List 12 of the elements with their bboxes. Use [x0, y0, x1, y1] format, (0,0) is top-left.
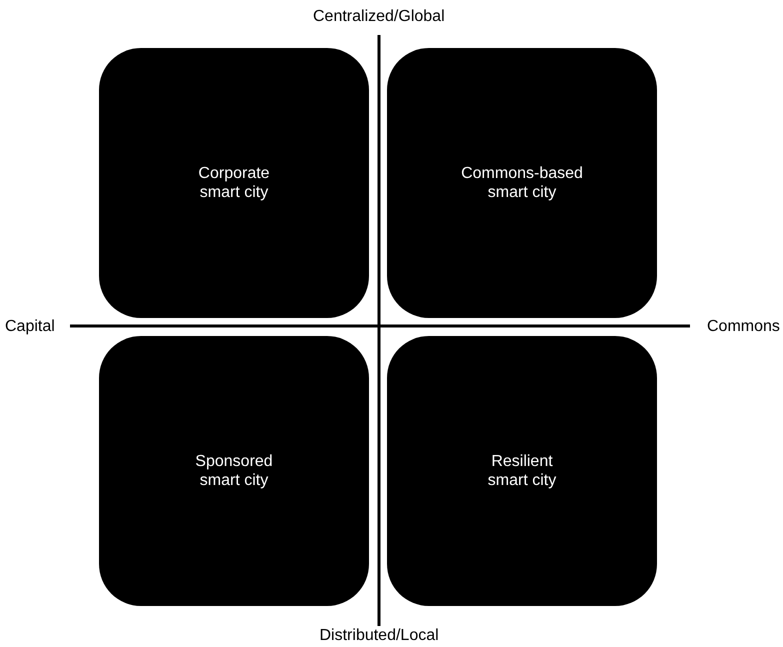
quadrant-label: Commons-based smart city — [460, 164, 584, 202]
axis-label: Commons — [707, 318, 780, 336]
quadrant-box — [387, 48, 657, 318]
quadrant-label: Corporate smart city — [197, 164, 271, 202]
quadrant-label: Sponsored smart city — [194, 452, 274, 490]
axis-label: Centralized/Global — [313, 8, 445, 26]
quadrant-label: Resilient smart city — [486, 452, 558, 490]
quadrant-box — [387, 336, 657, 606]
axis-label: Distributed/Local — [320, 627, 439, 645]
axis-label: Capital — [5, 318, 55, 336]
quadrant-box — [99, 48, 369, 318]
quadrant-box — [99, 336, 369, 606]
